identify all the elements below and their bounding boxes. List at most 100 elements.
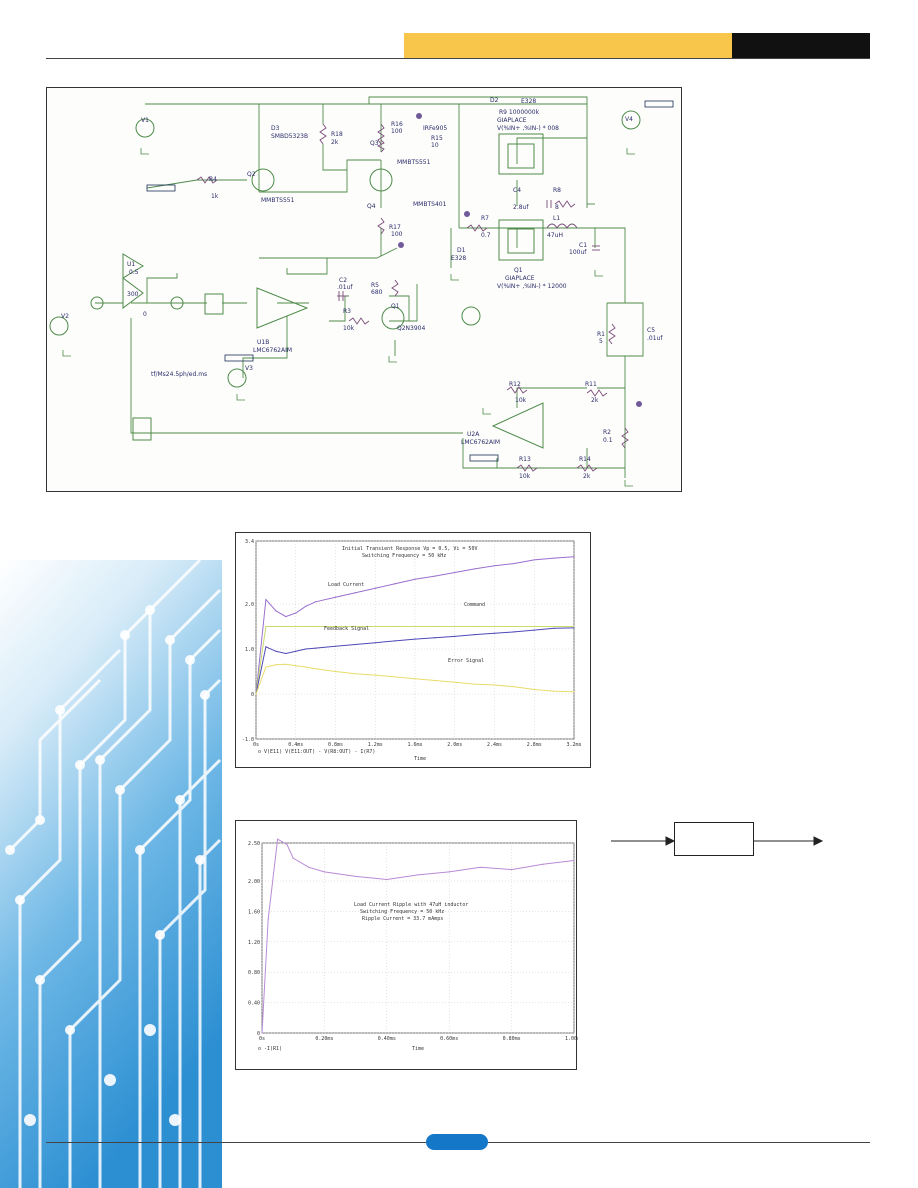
plot2-series-0-point-13 (542, 863, 544, 865)
plot2-xtick-label-4: 0.80ms (503, 1036, 521, 1042)
plot2-xtick-label-2: 0.40ms (378, 1036, 396, 1042)
plot1-series-1-point-5 (305, 625, 307, 628)
plot1-series-3-point-0 (255, 693, 257, 695)
label-d1-part: E328 (451, 255, 467, 262)
plot2-xtick-label-1: 0.20ms (315, 1036, 333, 1042)
plot2-ytick-label-5: 0.40 (248, 1001, 260, 1007)
plot1-title-line1: Initial Transient Response Vp = 0.5, Vi … (342, 546, 478, 552)
plot1-series-2-point-4 (295, 650, 297, 652)
label-q4: Q4 (367, 203, 376, 210)
label-u1: U1 (127, 261, 136, 268)
label-v4: V4 (625, 116, 633, 123)
plot1-series-2-point-3 (285, 652, 287, 655)
label-r3-val: 10k (343, 325, 355, 332)
label-d3-part: SMBD5323B (271, 133, 309, 140)
label-r5: R5 (371, 282, 379, 289)
label-giap-formula-bottom: V(%IN+ ,%IN-) * 12000 (497, 283, 567, 290)
plot1-ytick-label-1: 2.0 (245, 602, 254, 608)
label-r9: R9 1000000k (499, 109, 540, 116)
plot1-series-1-point-15 (493, 625, 496, 628)
plot1-series-1-point-12 (434, 625, 436, 628)
plot1-series-3-point-6 (315, 668, 317, 670)
plot2-series-0-point-1 (267, 918, 269, 920)
label-q2-part: MMBTS551 (261, 197, 295, 204)
plot1-series-2-point-5 (305, 648, 307, 650)
label-q2: Q2 (247, 171, 256, 178)
schematic-wiring (49, 96, 674, 487)
plot1-series-0 (255, 556, 575, 695)
plot1-annotation-feedback: Feedback Signal (324, 626, 370, 632)
plot1-series-3-point-2 (275, 664, 277, 666)
label-c4: C4 (513, 187, 522, 194)
plot1-series-1-point-9 (374, 625, 376, 628)
label-r12: R12 (509, 381, 521, 388)
plot2-series-0-point-10 (448, 871, 450, 873)
plot1-series-3-point-7 (334, 670, 337, 673)
plot1-series-1-point-11 (414, 625, 416, 628)
plot2-series-0-point-12 (511, 869, 513, 871)
circuit-schematic: V1 V4 V2 V3 D3 SMBD5323B R18 2k R16 100 … (46, 87, 682, 492)
plot1-annotation-error: Error Signal (448, 658, 485, 664)
label-gain-300: 300 (127, 291, 139, 298)
plot1-series-1-point-16 (513, 625, 515, 628)
plot1-xlabel: Time (414, 756, 427, 762)
label-c5-val: .01uf (647, 335, 663, 342)
plot1-xtick-label-5: 2.0ms (447, 742, 462, 748)
label-note: tf/Ms24.5ph/ed.ms (151, 371, 208, 378)
label-l1: L1 (553, 215, 561, 222)
header-color-bar (404, 33, 732, 58)
plot2-ytick-label-0: 2.50 (248, 841, 260, 847)
plot1-series-3-point-13 (454, 681, 456, 683)
label-r13-val: 10k (519, 473, 531, 480)
plot2-xtick-label-0: 0s (259, 1036, 265, 1042)
plot2-ytick-label-2: 1.60 (248, 909, 260, 915)
plot1-series-0-point-6 (315, 601, 317, 603)
plot1-xtick-label-7: 2.8ms (527, 742, 542, 748)
plot1-series-0-point-8 (354, 592, 356, 594)
plot1-series-3-point-3 (285, 663, 287, 665)
label-r1: R1 (597, 331, 605, 338)
label-r18: R18 (331, 131, 343, 138)
plot1-series-1-point-2 (275, 625, 277, 628)
plot1-series-1-point-10 (394, 625, 396, 628)
plot2-legend-line: o -I(R1) (258, 1046, 283, 1052)
plot2-series-0-point-6 (323, 871, 325, 873)
label-q1-part: Q2N3904 (397, 325, 426, 332)
label-c1-val: 100uf (569, 249, 587, 256)
plot1-series-1-point-13 (454, 625, 456, 628)
label-u2a: U2A (467, 431, 480, 438)
plot1-series-1-point-17 (533, 625, 535, 628)
plot1-series-2-point-15 (493, 632, 496, 634)
label-d2: D2 (490, 97, 499, 104)
plot1-series-0-point-1 (265, 598, 267, 601)
plot1-series-0-point-9 (374, 587, 376, 589)
plot1-annotation-command: Command (464, 602, 486, 608)
label-r7-val: 0.7 (481, 232, 491, 239)
label-u1-gain: 0.5 (129, 269, 139, 276)
label-q1-giap: Q1 (514, 267, 523, 274)
plot1-series-2-point-11 (414, 638, 416, 640)
plot1-series-0-point-11 (414, 578, 416, 580)
plot2-series-0-point-8 (386, 878, 388, 881)
plot2-series-0-point-9 (417, 874, 419, 876)
plot2-ytick-label-1: 2.00 (248, 879, 260, 885)
plot1-series-1-point-6 (315, 625, 317, 628)
plot1-series-3-point-15 (493, 684, 496, 686)
label-gain-0: 0 (143, 311, 147, 318)
label-r7: R7 (481, 215, 489, 222)
label-r8: R8 (553, 187, 561, 194)
plot1-series-3 (255, 663, 575, 695)
plot2-xlabel: Time (412, 1046, 425, 1052)
plot1-xtick-label-0: 0s (253, 742, 259, 748)
plot1-xtick-label-4: 1.6ms (407, 742, 422, 748)
page-number-tab (426, 1134, 488, 1150)
label-d3: D3 (271, 125, 280, 132)
plot2-series-0-point-14 (573, 859, 575, 862)
plot1-series-2-point-10 (394, 640, 396, 642)
plot1-series-1-point-1 (265, 625, 267, 628)
label-giap-bottom: GIAPLACE (505, 275, 535, 282)
plot1-series-0-point-14 (474, 568, 476, 570)
plot1-series-0-point-7 (334, 596, 337, 598)
plot2-series-0-point-11 (479, 866, 481, 868)
